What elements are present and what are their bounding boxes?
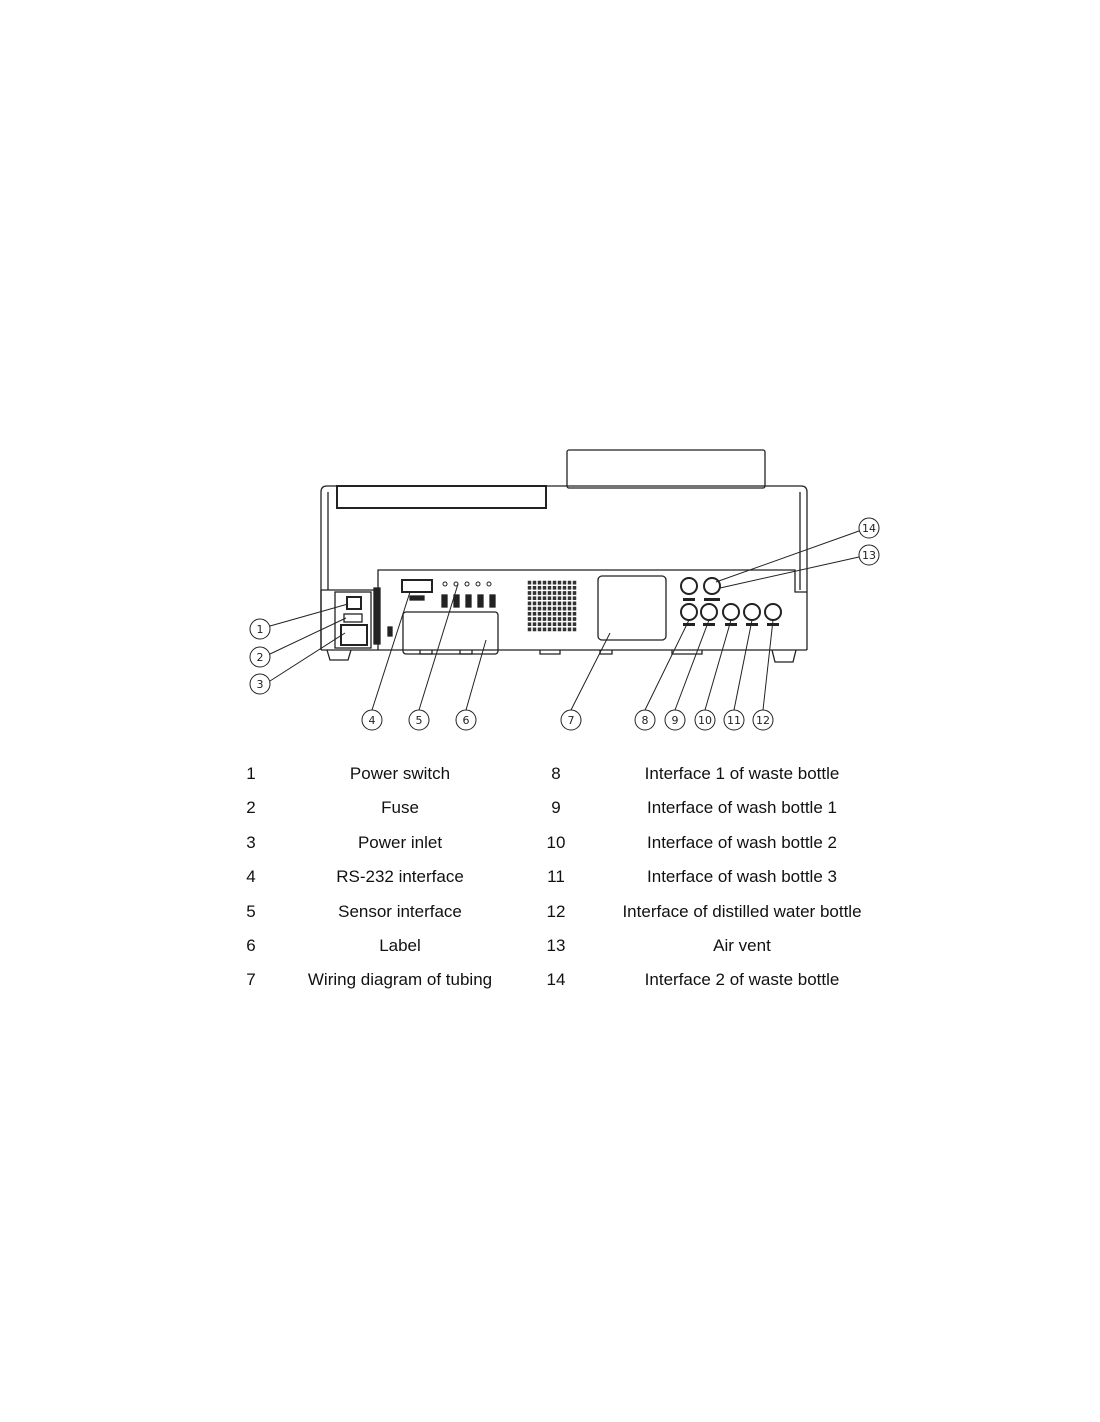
- part-number: 6: [246, 935, 256, 955]
- callout-1: 1: [249, 618, 271, 640]
- callout-circle: [560, 709, 582, 731]
- parts-legend: 1 Power switch 8 Interface 1 of waste bottl…: [230, 760, 890, 1001]
- callout-circle: [249, 673, 271, 695]
- legend-row: 3 Power inlet 10 Interface of wash bottle 2: [230, 829, 890, 863]
- callout-14: 14: [858, 517, 880, 539]
- tube-connectors: [680, 577, 782, 621]
- callout-6: 6: [455, 709, 477, 731]
- part-number: 12: [546, 901, 566, 921]
- callout-7: 7: [560, 709, 582, 731]
- sensor-interfaces: [441, 594, 496, 608]
- part-description: Interface of wash bottle 1: [647, 798, 837, 818]
- callout-9: 9: [664, 709, 686, 731]
- part-description: Interface of distilled water bottle: [622, 901, 862, 921]
- legend-row: 2 Fuse 9 Interface of wash bottle 1: [230, 794, 890, 828]
- callout-number: 4: [369, 714, 376, 727]
- legend-row: 1 Power switch 8 Interface 1 of waste bottl…: [230, 760, 890, 794]
- part-description: RS-232 interface: [336, 867, 464, 887]
- rs232-port: [401, 579, 433, 601]
- power-module: [334, 587, 393, 649]
- callout-10: 10: [694, 709, 716, 731]
- callout-number: 3: [257, 678, 264, 691]
- callout-number: 14: [862, 522, 876, 535]
- part-description: Interface of wash bottle 2: [647, 832, 837, 852]
- callout-circle: [249, 618, 271, 640]
- tubing-diagram-area: [597, 575, 667, 641]
- callout-number: 10: [698, 714, 712, 727]
- callout-circle: [249, 646, 271, 668]
- callout-number: 13: [862, 549, 876, 562]
- part-description: Label: [379, 935, 421, 955]
- callout-circle: [858, 517, 880, 539]
- part-number: 4: [246, 867, 256, 887]
- part-description: Sensor interface: [338, 901, 462, 921]
- part-number: 8: [551, 764, 561, 783]
- callout-number: 8: [642, 714, 649, 727]
- legend-row: 6 Label 13 Air vent: [230, 932, 890, 966]
- callout-2: 2: [249, 646, 271, 668]
- callout-circle: [858, 544, 880, 566]
- callout-circle: [455, 709, 477, 731]
- part-description: Power inlet: [357, 832, 443, 852]
- callout-number: 12: [756, 714, 770, 727]
- part-number: 7: [246, 970, 256, 990]
- callout-number: 9: [672, 714, 679, 727]
- part-description: Interface 1 of waste bottle: [644, 764, 840, 783]
- label-area: [402, 611, 499, 655]
- part-number: 11: [547, 867, 565, 887]
- callout-number: 1: [257, 623, 264, 636]
- callout-circle: [361, 709, 383, 731]
- legend-row: 7 Wiring diagram of tubing 14 Interface 2 o…: [230, 966, 890, 1000]
- part-description: Interface of wash bottle 3: [647, 867, 837, 887]
- legend-row: 4 RS-232 interface 11 Interface of wash bot…: [230, 863, 890, 897]
- callout-4: 4: [361, 709, 383, 731]
- vent-grille: [526, 579, 578, 633]
- callout-11: 11: [723, 709, 745, 731]
- part-number: 3: [246, 832, 256, 852]
- part-number: 14: [546, 970, 566, 990]
- callout-number: 11: [727, 714, 741, 727]
- part-description: Wiring diagram of tubing: [307, 970, 493, 990]
- part-description: Fuse: [381, 798, 419, 818]
- callout-circle: [723, 709, 745, 731]
- part-number: 9: [551, 798, 561, 818]
- callout-5: 5: [408, 709, 430, 731]
- callout-3: 3: [249, 673, 271, 695]
- callout-number: 2: [257, 651, 264, 664]
- callout-circle: [634, 709, 656, 731]
- part-number: 1: [246, 764, 256, 783]
- part-description: Power switch: [349, 764, 451, 783]
- callout-8: 8: [634, 709, 656, 731]
- callout-circle: [408, 709, 430, 731]
- callout-13: 13: [858, 544, 880, 566]
- callout-12: 12: [752, 709, 774, 731]
- part-description: Interface 2 of waste bottle: [644, 970, 840, 990]
- callout-number: 7: [568, 714, 575, 727]
- callout-circle: [694, 709, 716, 731]
- callout-number: 6: [463, 714, 470, 727]
- part-number: 10: [546, 832, 566, 852]
- part-description: Air vent: [713, 935, 771, 955]
- legend-row: 5 Sensor interface 12 Interface of distille…: [230, 898, 890, 932]
- part-number: 5: [246, 901, 256, 921]
- callout-circle: [752, 709, 774, 731]
- part-number: 13: [546, 935, 566, 955]
- callout-number: 5: [416, 714, 423, 727]
- leader-lines: [269, 530, 860, 711]
- part-number: 2: [246, 798, 256, 818]
- callout-circle: [664, 709, 686, 731]
